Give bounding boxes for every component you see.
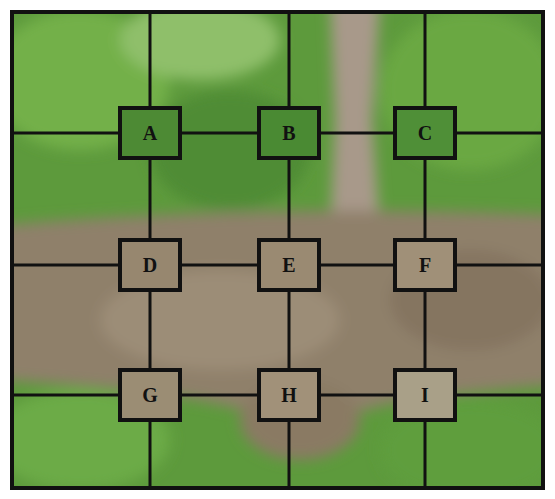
grid-line [424, 292, 427, 368]
box-label: D [143, 255, 157, 275]
box-label: G [142, 385, 158, 405]
grid-box: H [257, 368, 321, 422]
grid-line [321, 264, 393, 267]
grid-line [321, 132, 393, 135]
grid-line [149, 292, 152, 368]
grid-box: E [257, 238, 321, 292]
box-label: A [143, 123, 157, 143]
box-label: I [421, 385, 429, 405]
grid-box: D [118, 238, 182, 292]
grid-stubs [12, 12, 543, 488]
box-label: E [282, 255, 295, 275]
photo-frame [12, 12, 543, 488]
photo-ground [12, 12, 543, 488]
grid-line [149, 160, 152, 238]
box-label: F [419, 255, 431, 275]
grid-line [182, 394, 257, 397]
grid-line [321, 394, 393, 397]
grid-box: A [118, 106, 182, 160]
box-label: H [281, 385, 297, 405]
grid-box: C [393, 106, 457, 160]
grid-box: I [393, 368, 457, 422]
box-label: C [418, 123, 432, 143]
box-label: B [282, 123, 295, 143]
grid-line [288, 292, 291, 368]
grid-line [424, 160, 427, 238]
grid-line [182, 132, 257, 135]
grid-box: F [393, 238, 457, 292]
grid-line [288, 160, 291, 238]
grid-box: G [118, 368, 182, 422]
grid-line [182, 264, 257, 267]
grid-box: B [257, 106, 321, 160]
